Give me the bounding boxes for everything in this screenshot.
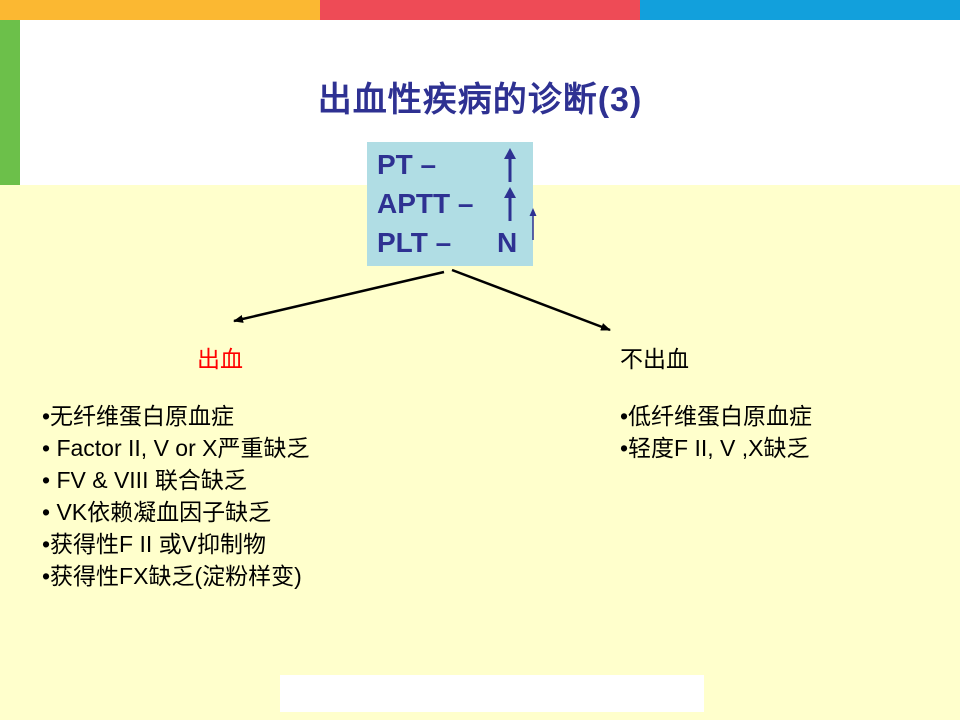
branch-label-bleeding: 出血 [197, 346, 243, 372]
no-bleeding-causes-list: •低纤维蛋白原血症 •轻度F II, V ,X缺乏 [620, 400, 812, 464]
lab-label-pt: PT – [377, 149, 437, 180]
branch-label-no-bleeding: 不出血 [620, 346, 689, 372]
lab-label-plt: PLT – [377, 227, 452, 258]
bleeding-causes-list: •无纤维蛋白原血症 • Factor II, V or X严重缺乏 • FV &… [42, 400, 310, 592]
list-item: •轻度F II, V ,X缺乏 [620, 435, 810, 461]
lab-results-box: PT – APTT – PLT – N [367, 142, 533, 266]
list-item: •获得性FX缺乏(淀粉样变) [42, 563, 302, 589]
up-arrow-icon [504, 148, 516, 182]
left-branch-arrow [233, 270, 445, 323]
list-item: • FV & VIII 联合缺乏 [42, 467, 247, 493]
lab-value-plt: N [497, 227, 518, 258]
list-item: • VK依赖凝血因子缺乏 [42, 499, 272, 525]
top-accent-bar-yellow [0, 0, 320, 20]
list-item: •低纤维蛋白原血症 [620, 403, 813, 429]
top-accent-bar-blue [640, 0, 960, 20]
lab-label-aptt: APTT – [377, 188, 474, 219]
right-branch-arrow [451, 268, 611, 332]
list-item: •获得性F II 或V抑制物 [42, 531, 267, 557]
slide-title: 出血性疾病的诊断(3) [317, 81, 643, 119]
list-item: •无纤维蛋白原血症 [42, 403, 235, 429]
content-background [0, 185, 960, 720]
list-item: • Factor II, V or X严重缺乏 [42, 435, 310, 461]
top-accent-bar-red [320, 0, 640, 20]
up-arrow-icon [504, 187, 516, 221]
footer-placeholder [280, 675, 704, 712]
stray-up-arrow-icon [529, 208, 537, 240]
side-accent-bar [0, 20, 20, 185]
